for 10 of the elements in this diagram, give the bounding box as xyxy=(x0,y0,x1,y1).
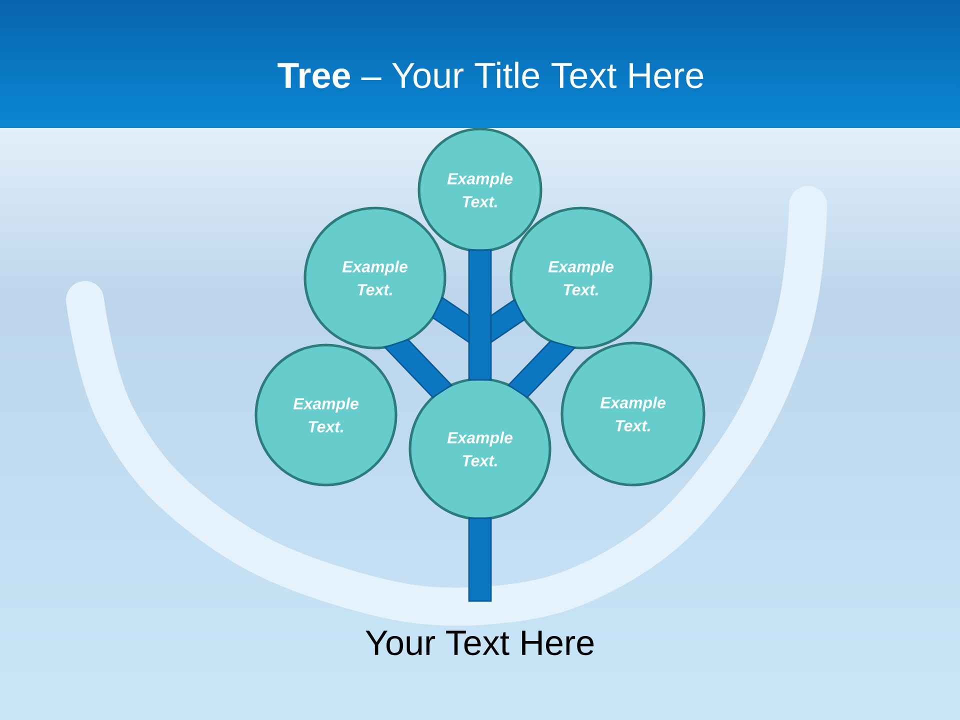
circle-node: Example Text. xyxy=(304,206,446,350)
circle-node: Example Text. xyxy=(510,206,652,350)
circle-node: Example Text. xyxy=(418,128,542,252)
circle-node: Example Text. xyxy=(254,344,398,486)
circle-node: Example Text. xyxy=(560,342,706,486)
caption: Your Text Here xyxy=(366,630,594,656)
title: Tree – Your Title Text Here xyxy=(278,62,704,88)
circle-node: Example Text. xyxy=(408,378,552,520)
tree-trunk xyxy=(468,517,492,602)
tree-trunk xyxy=(468,249,492,381)
